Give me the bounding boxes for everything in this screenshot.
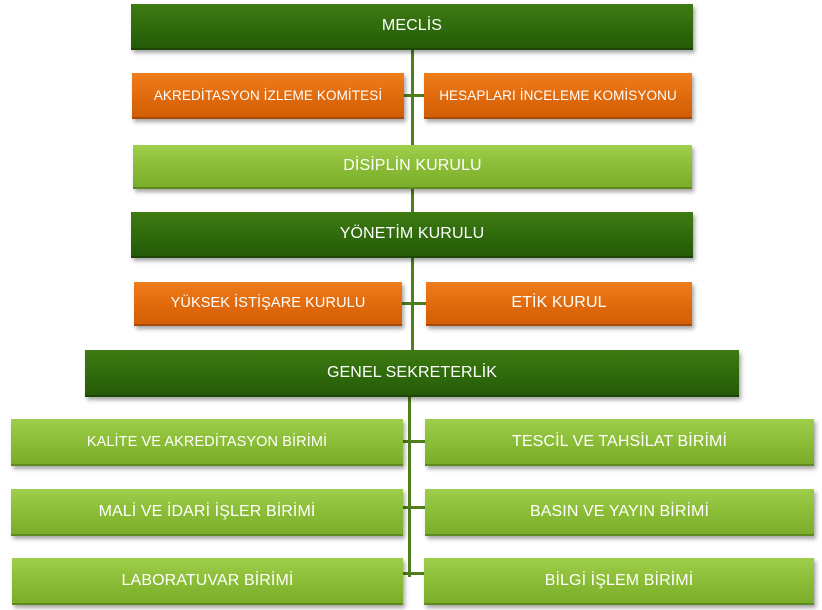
connector-yonetim-genel (411, 258, 414, 352)
laboratuvar-birimi-box: LABORATUVAR BİRİMİ (12, 558, 403, 605)
connector-committees-horizontal (404, 94, 424, 97)
connector-units-row2 (403, 506, 425, 509)
connector-disiplin-yonetim (411, 189, 414, 213)
basin-yayin-birimi-box: BASIN VE YAYIN BİRİMİ (425, 489, 814, 536)
mali-idari-isler-birimi-box: MALİ VE İDARİ İŞLER BİRİMİ (11, 489, 403, 536)
genel-sekreterlik-box: GENEL SEKRETERLİK (85, 350, 739, 397)
tescil-tahsilat-birimi-box: TESCİL VE TAHSİLAT BİRİMİ (425, 419, 814, 466)
connector-councils-horizontal (402, 302, 426, 305)
kalite-akreditasyon-birimi-box: KALİTE VE AKREDİTASYON BİRİMİ (11, 419, 403, 466)
connector-units-row1 (403, 440, 425, 443)
yonetim-kurulu-box: YÖNETİM KURULU (131, 212, 693, 258)
bilgi-islem-birimi-box: BİLGİ İŞLEM BİRİMİ (424, 558, 814, 605)
hesaplari-inceleme-komisyonu-box: HESAPLARI İNCELEME KOMİSYONU (424, 73, 692, 119)
etik-kurul-box: ETİK KURUL (426, 282, 692, 326)
connector-units-row3 (403, 572, 425, 575)
akreditasyon-izleme-komitesi-box: AKREDİTASYON İZLEME KOMİTESİ (132, 73, 404, 119)
yuksek-istisare-kurulu-box: YÜKSEK İSTİŞARE KURULU (134, 282, 402, 326)
connector-meclis-disiplin (411, 50, 414, 146)
disiplin-kurulu-box: DİSİPLİN KURULU (133, 145, 692, 189)
connector-genel-units (408, 397, 411, 577)
meclis-box: MECLİS (131, 4, 693, 50)
